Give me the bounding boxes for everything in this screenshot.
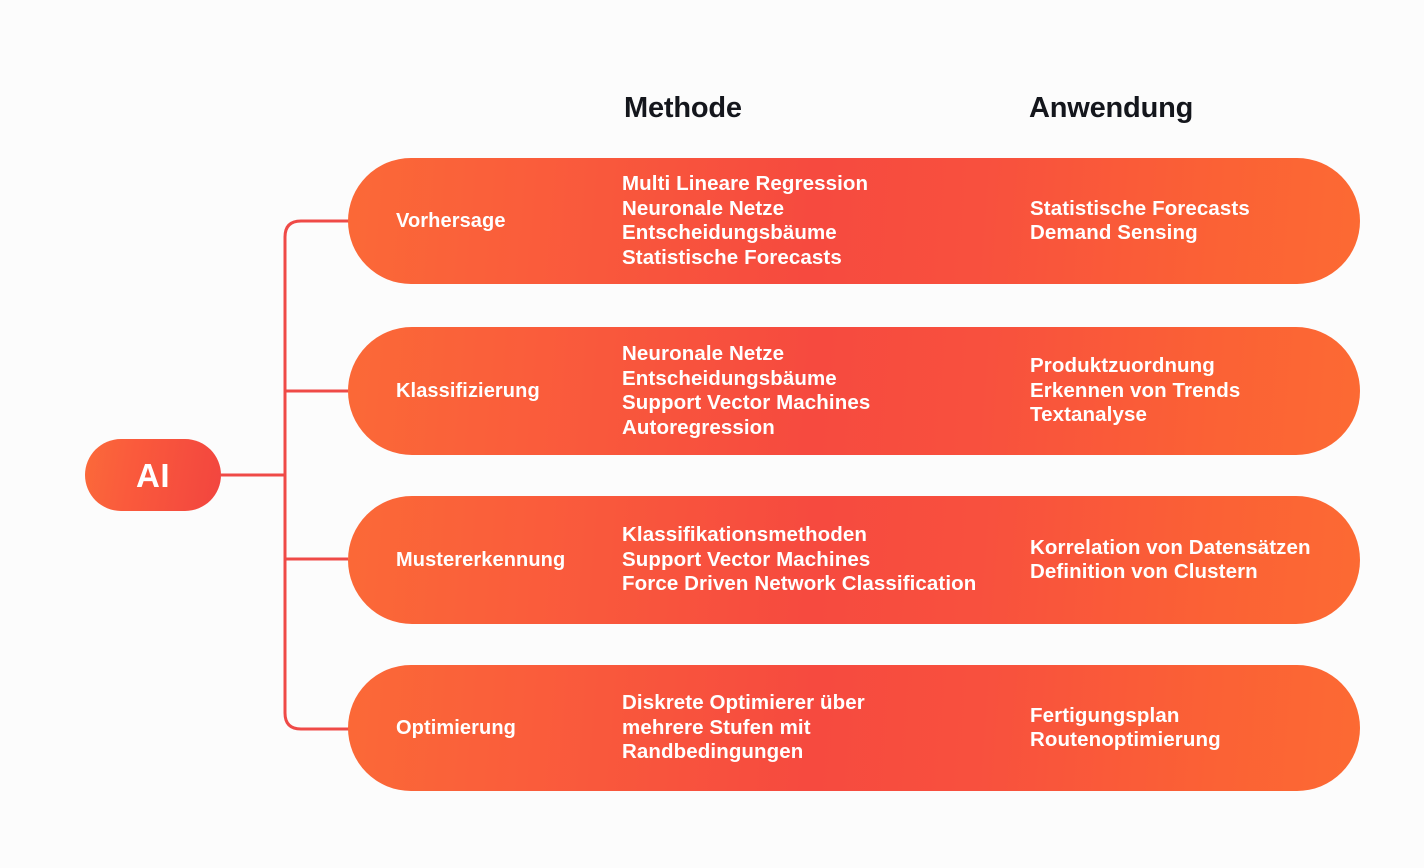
row-methods-list: Neuronale Netze Entscheidungsbäume Suppo…	[622, 342, 1022, 440]
method-item: Randbedingungen	[622, 740, 804, 764]
method-item: Entscheidungsbäume	[622, 221, 837, 244]
method-item: Klassifikationsmethoden	[622, 523, 867, 547]
method-item: Multi Lineare Regression	[622, 172, 869, 195]
method-item: Autoregression	[622, 415, 775, 439]
row-methods-list: Multi Lineare Regression Neuronale Netze…	[622, 172, 1022, 270]
application-item: Korrelation von Datensätzen	[1030, 535, 1311, 559]
row-category-label: Klassifizierung	[396, 379, 540, 402]
root-node-ai[interactable]: AI	[85, 439, 221, 511]
row-applications-list: Korrelation von Datensätzen Definition v…	[1030, 536, 1350, 585]
application-item: Statistische Forecasts	[1030, 196, 1250, 220]
diagram-row[interactable]: Mustererkennung Klassifikationsmethoden …	[348, 496, 1360, 624]
application-item: Fertigungsplan	[1030, 703, 1180, 727]
row-applications-list: Fertigungsplan Routenoptimierung	[1030, 704, 1350, 753]
application-item: Demand Sensing	[1030, 221, 1198, 244]
method-item: Force Driven Network Classification	[622, 572, 977, 596]
method-item: Support Vector Machines	[622, 547, 871, 571]
method-item: Entscheidungsbäume	[622, 366, 837, 390]
row-applications-list: Statistische Forecasts Demand Sensing	[1030, 197, 1350, 246]
application-item: Textanalyse	[1030, 403, 1147, 427]
diagram-row[interactable]: Vorhersage Multi Lineare Regression Neur…	[348, 158, 1360, 284]
row-applications-list: Produktzuordnung Erkennen von Trends Tex…	[1030, 354, 1350, 428]
method-item: Diskrete Optimierer über	[622, 691, 865, 715]
application-item: Erkennen von Trends	[1030, 378, 1241, 402]
method-item: Statistische Forecasts	[622, 245, 842, 269]
row-methods-list: Klassifikationsmethoden Support Vector M…	[622, 523, 1042, 597]
row-methods-list: Diskrete Optimierer über mehrere Stufen …	[622, 691, 1022, 765]
root-node-label: AI	[136, 456, 170, 494]
method-item: Support Vector Machines	[622, 391, 871, 414]
row-category-label: Mustererkennung	[396, 548, 566, 571]
application-item: Definition von Clustern	[1030, 560, 1258, 583]
method-item: mehrere Stufen mit	[622, 715, 811, 739]
application-item: Routenoptimierung	[1030, 728, 1221, 751]
application-item: Produktzuordnung	[1030, 354, 1215, 378]
column-header-methode: Methode	[624, 92, 742, 124]
row-category-label: Vorhersage	[396, 209, 506, 232]
row-category-label: Optimierung	[396, 716, 516, 739]
diagram-row[interactable]: Klassifizierung Neuronale Netze Entschei…	[348, 327, 1360, 455]
diagram-row[interactable]: Optimierung Diskrete Optimierer über meh…	[348, 665, 1360, 791]
method-item: Neuronale Netze	[622, 342, 785, 365]
column-header-anwendung: Anwendung	[1029, 92, 1194, 124]
method-item: Neuronale Netze	[622, 196, 785, 220]
